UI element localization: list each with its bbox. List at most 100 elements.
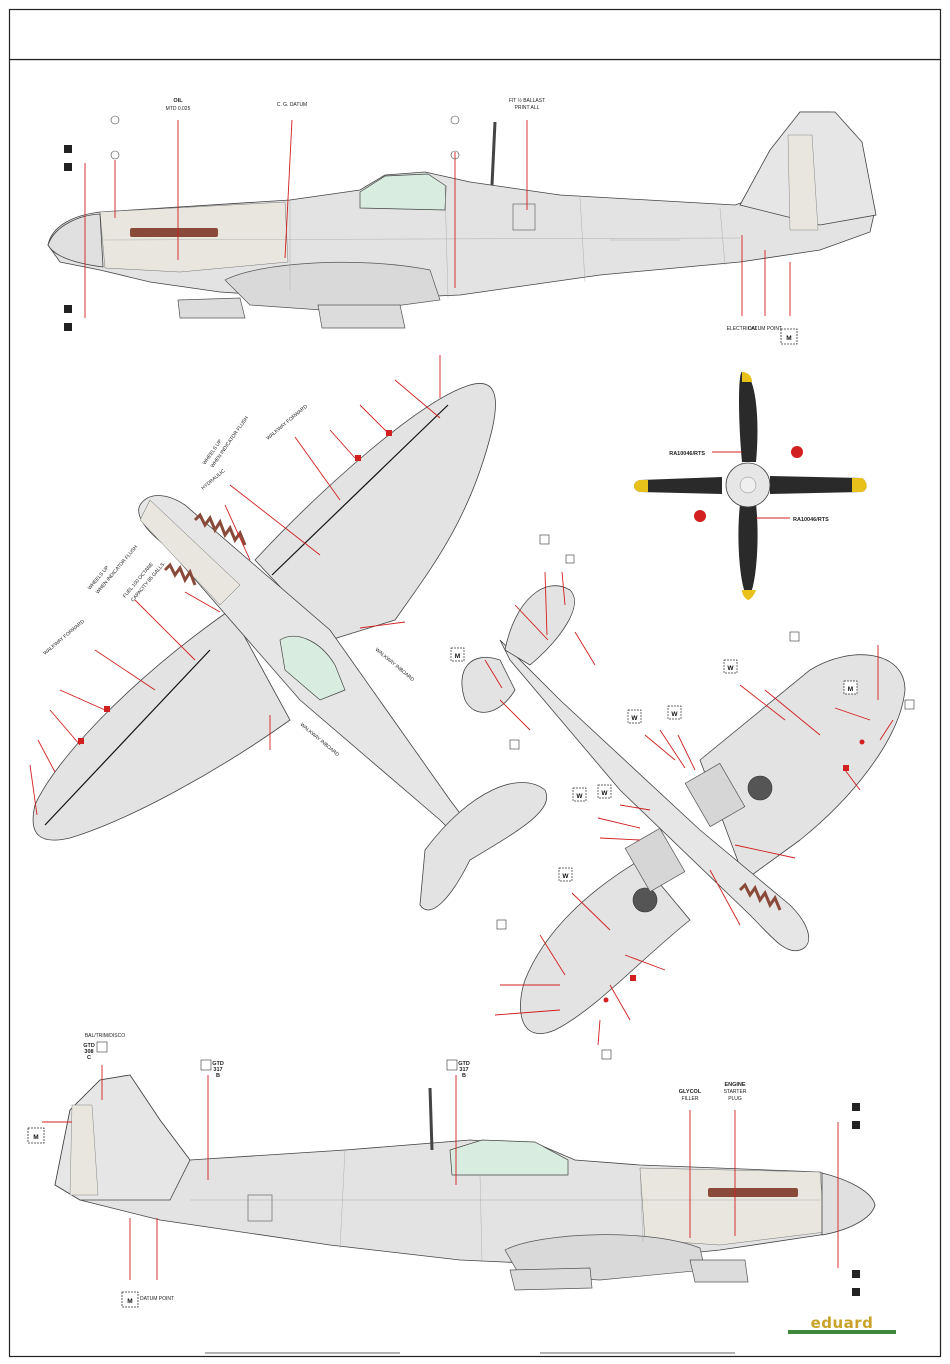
wing-edge-right (271, 404, 449, 576)
rudder-bottom (69, 1104, 99, 1196)
svg-text:W: W (631, 715, 638, 722)
radiator-bottom-1 (509, 1267, 593, 1291)
m-marker-bottom-tail: M (121, 1291, 139, 1308)
label-gtd-2-sub2: B (216, 1073, 220, 1079)
spinner-bottom (821, 1172, 876, 1236)
spinner-hub (739, 476, 757, 494)
plan-view-bottom: W W W W W W M M (450, 534, 915, 1060)
radiator-under-1 (684, 762, 746, 828)
tailplane-plan-top (419, 782, 548, 911)
label-gtd-1-sub: 308 (84, 1049, 93, 1055)
fuselage-under (499, 639, 809, 952)
spinner-top (47, 213, 104, 268)
label-engine: ENGINE (724, 1082, 745, 1088)
svg-text:M: M (33, 1134, 38, 1141)
access-panel-bottom (247, 1194, 273, 1222)
box-gtd-1 (96, 1041, 108, 1053)
label-glycol-sub: FILLER (682, 1096, 699, 1102)
access-panel-top (512, 203, 536, 231)
svg-text:W: W (671, 711, 678, 718)
label-hydraulic: HYDRAULIC (200, 468, 226, 491)
blade-tip-right (852, 478, 867, 492)
label-walkway-fwd-2: WALKWAY FORWARD (42, 618, 86, 656)
exhaust-plan-top-2 (163, 562, 197, 586)
exhaust-stubs (130, 228, 218, 237)
exhaust-under (738, 882, 782, 911)
blade-tip-down (742, 590, 756, 600)
label-gtd-3: GTD (458, 1061, 470, 1067)
leaders-plan-bottom (484, 571, 894, 1046)
blade-up (739, 372, 758, 462)
svg-text:W: W (727, 665, 734, 672)
blade-down (738, 504, 758, 598)
canopy-bottom (449, 1139, 569, 1176)
wing-edge-left (44, 649, 211, 826)
radiator-top (177, 297, 246, 319)
wing-right-under (699, 654, 906, 881)
box-gtd-2 (200, 1059, 212, 1071)
label-oil-sub: MTD 0.025 (166, 106, 191, 112)
label-gtd-3-sub2: B (462, 1073, 466, 1079)
label-oil: OIL (173, 98, 183, 104)
wing-right-top (254, 383, 496, 641)
wheel-well-1 (747, 775, 773, 801)
label-engine-sub: STARTER (724, 1089, 747, 1095)
label-datum-top: DATUM POINT (748, 326, 782, 332)
svg-text:M: M (848, 686, 853, 693)
exhaust-bottom (708, 1188, 798, 1197)
label-walkway-inboard-1: WALKWAY INBOARD (374, 647, 416, 683)
red-markers-under (603, 739, 865, 1003)
prop-badge-bottom (694, 510, 706, 522)
side-view-bottom: BAL/TRIM/DISCO GTD 308 C GTD 317 B GTD 3… (27, 1033, 876, 1308)
label-cg: C. G. DATUM (277, 102, 307, 108)
wing-left-under (520, 859, 691, 1034)
antenna-bottom (428, 1087, 434, 1151)
label-walkway-fwd-1: WALKWAY FORWARD (265, 403, 309, 441)
blade-tip-left (634, 480, 648, 492)
m-marker-bottom-left: M (27, 1127, 45, 1144)
radiator-2-top (317, 304, 406, 329)
canopy-top (359, 173, 447, 211)
blade-left (634, 477, 722, 494)
leaders-plan-top (29, 355, 441, 816)
title-box (8, 8, 942, 61)
svg-text:M: M (455, 653, 460, 660)
svg-text:W: W (601, 790, 608, 797)
blade-tip-up (742, 372, 752, 382)
antenna-top (490, 121, 497, 186)
panel-lines-top (99, 185, 741, 299)
label-gtd-3-sub: 317 (459, 1067, 468, 1073)
propeller: RA10046/RTS RA10046/RTS (634, 372, 867, 600)
svg-text:W: W (562, 873, 569, 880)
label-gtd-1: GTD (83, 1043, 95, 1049)
label-code-bottom: BAL/TRIM/DISCO (85, 1033, 125, 1039)
label-ballast: FIT ½ BALLAST (509, 97, 545, 104)
brand-text: eduard (811, 1314, 874, 1332)
wing-root-top (224, 261, 441, 313)
label-gtd-2: GTD (212, 1061, 224, 1067)
tick-marks-bottom (852, 1103, 860, 1296)
prop-code-bottom: RA10046/RTS (793, 517, 829, 523)
label-ballast-sub: PRINT ALL (515, 105, 540, 111)
svg-text:W: W (576, 793, 583, 800)
radiator-under-2 (624, 827, 686, 893)
radiator-bottom-2 (689, 1259, 749, 1283)
leaders-side-bottom (42, 1065, 839, 1280)
w-markers: W W W W W W M M (450, 647, 858, 882)
label-engine-sub2: PLUG (728, 1096, 742, 1102)
exhaust-plan-top (193, 512, 247, 546)
panel-lines-bottom (190, 1149, 820, 1263)
label-gtd-1-sub2: C (87, 1055, 91, 1061)
label-gtd-2-sub: 317 (213, 1067, 222, 1073)
label-datum-bottom: DATUM POINT (140, 1296, 174, 1302)
leader-cg (284, 119, 293, 259)
m-marker-top: M (780, 328, 798, 345)
engine-cowl-bottom (639, 1167, 826, 1246)
rudder-top (787, 134, 819, 231)
walkway-markers-top (78, 430, 392, 744)
canopy-plan-top (279, 635, 346, 701)
box-gtd-3 (446, 1059, 458, 1071)
blade-right (770, 476, 867, 494)
wing-left-top (32, 609, 291, 841)
